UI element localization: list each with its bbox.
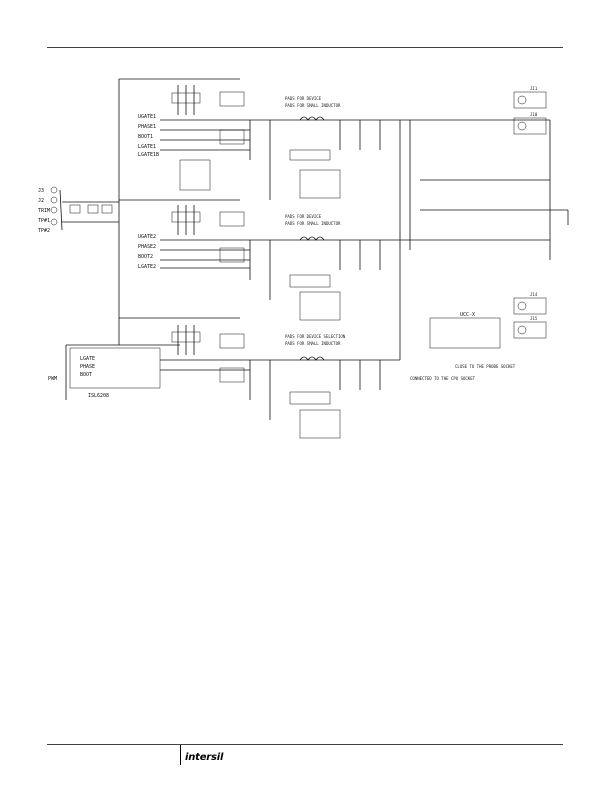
- ch3-pwm-label: PWM: [48, 376, 57, 382]
- output-capacitor-bank: [400, 119, 569, 260]
- jumper-j10-label: J10: [530, 112, 538, 117]
- input-connector: [50, 196, 58, 204]
- jumper-j15: [513, 321, 547, 339]
- ucc-x-block: [429, 317, 501, 349]
- input-wire: [59, 189, 63, 231]
- ch2-boot-label: BOOT2: [138, 254, 153, 260]
- ch3-chip-label: ISL6208: [88, 393, 109, 399]
- ch3-phase-label: PHASE: [80, 364, 95, 370]
- ch2-phase-label: PHASE2: [138, 244, 156, 250]
- input-cap: [101, 204, 113, 214]
- ucc-x-label: UCC-X: [460, 312, 475, 318]
- footer-rule: [47, 744, 563, 745]
- port-j2: J2: [38, 198, 44, 204]
- ch2-note2: PADS FOR SMALL INDUCTOR: [285, 221, 341, 226]
- jumper-j10: [513, 117, 547, 135]
- port-trim: TRIM: [38, 208, 50, 214]
- ch3-note1: PADS FOR DEVICE SELECTION: [285, 334, 346, 339]
- port-tp1: TP#1: [38, 218, 50, 224]
- channel-3-stage: LGATE PHASE BOOT PWM ISL6208 PADS FOR DE…: [48, 325, 400, 439]
- input-cap: [69, 204, 81, 214]
- input-connector: [50, 218, 58, 226]
- jumper-j11: [513, 91, 547, 109]
- ch1-boot-label: BOOT1: [138, 134, 153, 140]
- jumper-j11-label: J11: [530, 86, 538, 91]
- ch1-lgate-label: LGATE1: [138, 144, 156, 150]
- isl6208-chip: [69, 347, 161, 389]
- jumper-j14: [513, 297, 547, 315]
- input-connector: [50, 186, 58, 194]
- ch2-lgate-label: LGATE2: [138, 264, 156, 270]
- probe-socket-note: CLOSE TO THE PROBE SOCKET: [455, 364, 516, 369]
- header-rule: [47, 47, 563, 48]
- ch3-lgate-label: LGATE: [80, 356, 95, 362]
- cpu-socket-note: CONNECTED TO THE CPU SOCKET: [410, 376, 476, 381]
- ch1-lgate-b-label: LGATE1B: [138, 152, 159, 158]
- ch1-phase-label: PHASE1: [138, 124, 156, 130]
- ch1-note2: PADS FOR SMALL INDUCTOR: [285, 103, 341, 108]
- channel-1-stage: UGATE1 PHASE1 BOOT1 LGATE1 LGATE1B PADS …: [138, 85, 401, 240]
- jumper-j14-label: J14: [530, 292, 538, 297]
- ch3-boot-label: BOOT: [80, 372, 92, 378]
- port-j3: J3: [38, 188, 44, 194]
- ch2-ugate-label: UGATE2: [138, 234, 156, 240]
- ch1-ugate-label: UGATE1: [138, 114, 156, 120]
- port-tp2: TP#2: [38, 228, 50, 234]
- channel-2-stage: UGATE2 PHASE2 BOOT2 LGATE2 PADS FOR DEVI…: [138, 205, 401, 360]
- ch1-note1: PADS FOR DEVICE: [285, 96, 322, 101]
- ch2-note1: PADS FOR DEVICE: [285, 214, 322, 219]
- ch3-note2: PADS FOR SMALL INDUCTOR: [285, 341, 341, 346]
- intersil-logo: intersil: [185, 752, 224, 763]
- logo-divider: [180, 745, 181, 765]
- jumper-j15-label: J15: [530, 316, 538, 321]
- input-cap: [87, 204, 99, 214]
- input-connector: [50, 206, 58, 214]
